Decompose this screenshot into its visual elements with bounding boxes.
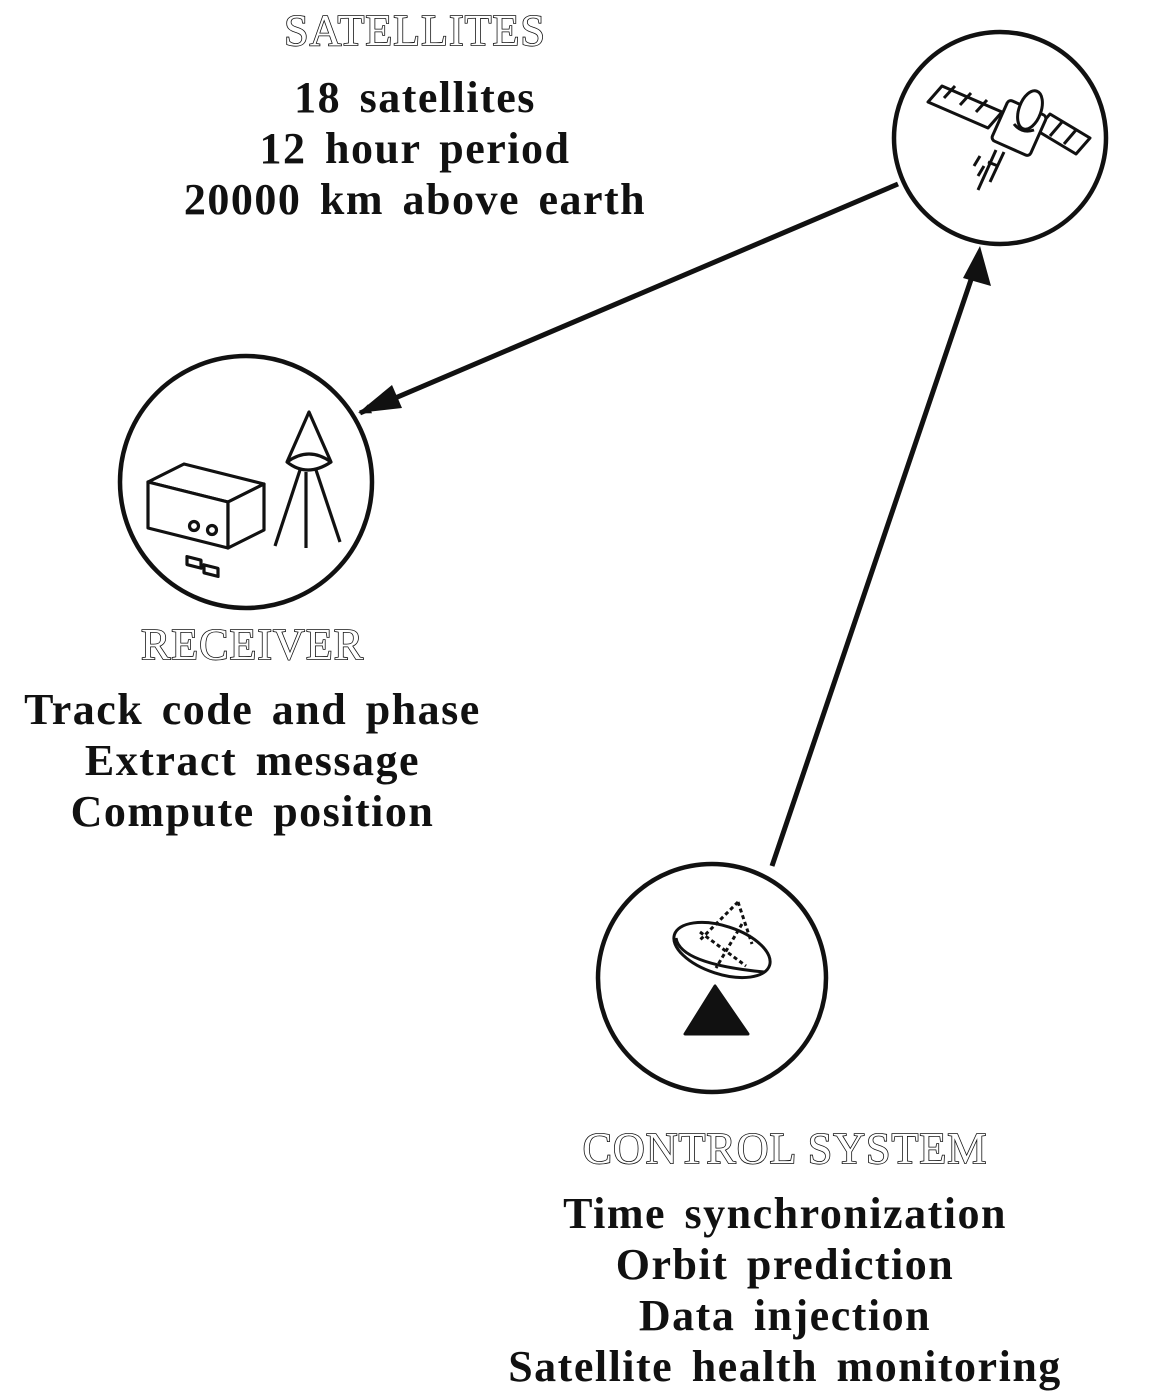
satellites-line: 20000 km above earth: [183, 175, 647, 224]
control-system-line: Data injection: [638, 1291, 932, 1340]
link-satellite-to-receiver: [359, 181, 899, 416]
control-system-line: Orbit prediction: [615, 1240, 955, 1289]
satellite-icon: [926, 84, 1092, 191]
receiver-line: Compute position: [70, 787, 435, 836]
control-node-circle: [595, 861, 829, 1095]
control-system-line: Time synchronization: [563, 1189, 1007, 1238]
link-control-to-satellite: [769, 261, 980, 867]
link-satellite-to-receiver-arrowhead: [358, 385, 402, 413]
control-system-segment-label: CONTROL SYSTEM Time synchronization Orbi…: [440, 1123, 1130, 1392]
satellites-segment-label: SATELLITES 18 satellites 12 hour period …: [150, 5, 680, 225]
satellites-heading: SATELLITES: [283, 5, 546, 56]
dish-antenna-icon: [672, 900, 772, 1036]
receiver-node: [117, 353, 375, 611]
receiver-segment-label: RECEIVER Track code and phase Extract me…: [0, 619, 505, 837]
control-system-heading: CONTROL SYSTEM: [582, 1123, 988, 1174]
satellites-line: 18 satellites: [294, 73, 536, 122]
control-system-line: Satellite health monitoring: [508, 1342, 1062, 1391]
receiver-box-icon: [146, 462, 266, 579]
link-control-to-satellite-arrowhead: [963, 246, 991, 286]
satellites-line: 12 hour period: [259, 124, 571, 173]
satellite-node: [891, 29, 1109, 247]
receiver-heading: RECEIVER: [140, 619, 365, 670]
antenna-tripod-icon: [273, 410, 342, 548]
control-system-node: [595, 861, 829, 1095]
receiver-line: Track code and phase: [24, 685, 481, 734]
receiver-line: Extract message: [84, 736, 421, 785]
